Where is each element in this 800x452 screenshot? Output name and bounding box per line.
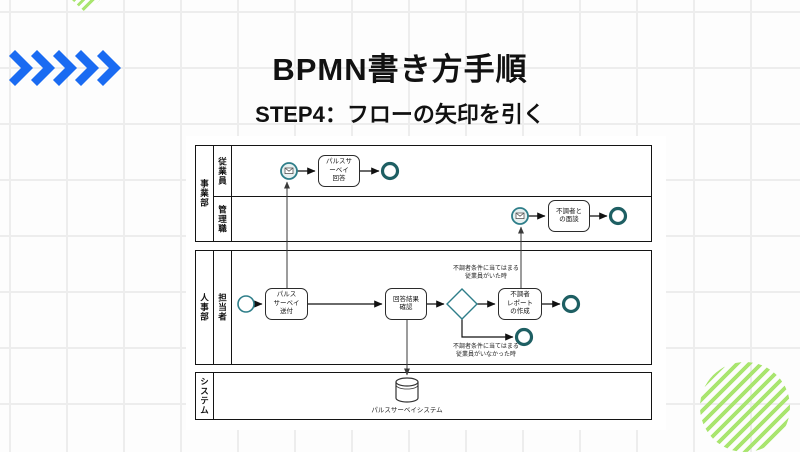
lane-label-staff: 担当者 [214, 251, 232, 364]
condition-label-not-matched: 不調者条件に当てはまる 従業員がいなかった時 [453, 344, 519, 359]
task-check-results: 回答結果 確認 [385, 288, 427, 320]
chevron-right-icon [8, 50, 34, 86]
datastore-label: パルスサーベイシステム [371, 407, 443, 414]
pool-system: システム [195, 372, 652, 420]
chevron-right-icon [96, 50, 122, 86]
task-answer-survey: パルスサ ーベイ 回答 [318, 155, 360, 187]
pool-label-system: システム [196, 373, 214, 419]
task-send-survey: パルス サーベイ 送付 [265, 288, 308, 320]
task-create-report: 不調者 レポート の作成 [498, 288, 542, 320]
task-interview: 不調者と の面談 [548, 200, 590, 232]
chevron-right-icon [52, 50, 78, 86]
bpmn-diagram: 事業部 従業員 管理職 人事部 担当者 システム [186, 136, 666, 430]
chevron-group [8, 50, 122, 86]
page-title: BPMN書き方手順 [272, 52, 528, 87]
lane-manager: 管理職 [214, 196, 651, 241]
chevron-right-icon [30, 50, 56, 86]
lane-label-employee: 従業員 [214, 146, 232, 196]
lane-employee: 従業員 [214, 146, 651, 196]
striped-triangle-decoration [72, 0, 100, 13]
lane-label-manager: 管理職 [214, 197, 232, 241]
pool-label-business: 事業部 [196, 146, 214, 241]
lane-staff: 担当者 [214, 251, 651, 364]
chevron-right-icon [74, 50, 100, 86]
condition-label-matched: 不調者条件に当てはまる 従業員がいた時 [453, 266, 519, 281]
page-subtitle: STEP4：フローの矢印を引く [255, 102, 545, 127]
pool-label-hr: 人事部 [196, 251, 214, 364]
striped-circle-decoration [700, 362, 790, 452]
